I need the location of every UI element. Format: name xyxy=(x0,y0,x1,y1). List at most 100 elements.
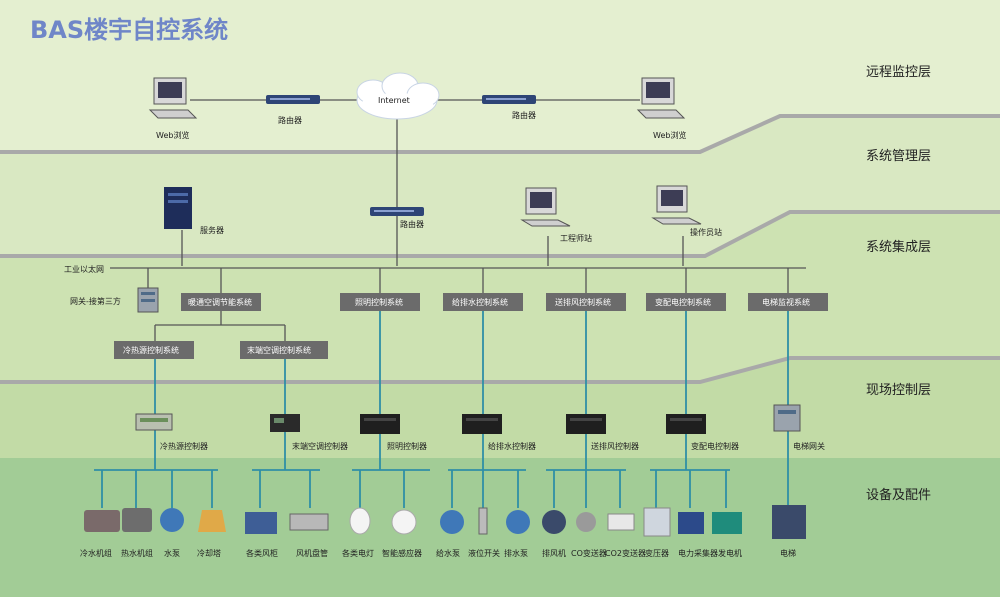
pump-icon xyxy=(506,510,530,534)
controller-icon xyxy=(566,414,606,434)
pump-icon xyxy=(160,508,184,532)
subsystem-label: 冷热源控制系统 xyxy=(123,345,179,355)
controller-label: 送排风控制器 xyxy=(591,441,639,451)
level-switch-icon xyxy=(478,507,488,535)
layer-label: 现场控制层 xyxy=(866,383,931,398)
node-label: 操作员站 xyxy=(690,227,722,237)
band-divider xyxy=(0,356,1000,384)
system-label: 电梯监视系统 xyxy=(762,297,810,307)
management-network: 服务器 路由器 工程师站 操作员站 xyxy=(164,185,722,266)
band-remote xyxy=(0,0,1000,152)
system-box: 变配电控制系统 xyxy=(646,293,726,311)
controller-label: 冷热源控制器 xyxy=(160,441,208,451)
subsystem-box: 冷热源控制系统 xyxy=(114,341,194,359)
page-title: BAS楼宇自控系统 xyxy=(30,16,228,44)
device-icons xyxy=(84,505,806,539)
controller-label: 照明控制器 xyxy=(387,441,427,451)
node-label: 路由器 xyxy=(512,110,536,120)
system-label: 变配电控制系统 xyxy=(655,297,711,307)
subsystem-box: 末端空调控制系统 xyxy=(240,341,328,359)
controller-label: 变配电控制器 xyxy=(691,441,739,451)
controller-icon xyxy=(462,414,502,434)
fan-coil-icon xyxy=(289,513,329,531)
router-icon xyxy=(266,95,320,104)
sensor-icon xyxy=(391,509,417,535)
power-meter-icon xyxy=(678,512,704,534)
device-label: 各类风柜 xyxy=(246,548,278,558)
device-label: CO变送器 xyxy=(571,548,607,558)
layer-label: 设备及配件 xyxy=(866,487,931,503)
gateway-icon xyxy=(137,287,159,313)
system-label: 给排水控制系统 xyxy=(452,297,508,307)
chiller-icon xyxy=(84,510,120,532)
system-box: 给排水控制系统 xyxy=(443,293,523,311)
device-label: 电梯 xyxy=(780,548,796,558)
device-label: 电力采集器 xyxy=(678,548,718,558)
internet-label: Internet xyxy=(378,96,410,105)
device-label: 风机盘管 xyxy=(296,548,328,558)
device-label: 液位开关 xyxy=(468,548,500,558)
system-label: 暖通空调节能系统 xyxy=(188,297,252,307)
subsystem-label: 末端空调控制系统 xyxy=(247,345,311,355)
node-label: 路由器 xyxy=(400,219,424,229)
device-label: 冷水机组 xyxy=(80,548,112,558)
integration-network: 工业以太网 网关-接第三方 暖通空调节能系统 照明控制系统 给排水控制系统 送排 xyxy=(64,264,828,359)
cloud-icon xyxy=(356,72,440,120)
controller-icon xyxy=(135,413,173,431)
system-box: 暖通空调节能系统 xyxy=(181,293,261,311)
monitor-icon xyxy=(636,77,686,119)
device-label: 排风机 xyxy=(542,548,566,558)
co2-transmitter-icon xyxy=(607,513,635,531)
server-icon xyxy=(164,187,192,229)
system-box: 送排风控制系统 xyxy=(546,293,626,311)
ethernet-label: 工业以太网 xyxy=(64,264,104,274)
node-label: Web浏览 xyxy=(156,130,189,140)
device-drops xyxy=(101,470,727,508)
controller-label: 给排水控制器 xyxy=(488,441,536,451)
layer-label: 系统集成层 xyxy=(866,239,931,255)
exhaust-fan-icon xyxy=(542,510,566,534)
layer-label: 系统管理层 xyxy=(866,149,931,164)
node-label: 工程师站 xyxy=(560,233,592,243)
monitor-icon xyxy=(148,77,198,119)
band-divider xyxy=(0,114,1000,154)
co-transmitter-icon xyxy=(576,512,596,532)
monitor-icon xyxy=(520,187,571,227)
device-label: 各类电灯 xyxy=(342,548,374,558)
transformer-icon xyxy=(643,507,671,537)
controller-icon xyxy=(270,414,300,432)
device-label: 发电机 xyxy=(718,548,742,558)
device-label: 冷却塔 xyxy=(197,548,221,558)
router-icon xyxy=(482,95,536,104)
device-label: 变压器 xyxy=(645,548,669,558)
layer-label: 远程监控层 xyxy=(866,65,931,80)
device-label: 热水机组 xyxy=(121,548,153,558)
node-label: Web浏览 xyxy=(653,130,686,140)
controller-label: 电梯网关 xyxy=(793,441,825,451)
device-label: CO2变送器 xyxy=(605,548,646,558)
controller-icon xyxy=(666,414,706,434)
device-label: 水泵 xyxy=(164,548,180,558)
gateway-icon xyxy=(773,404,801,432)
bulb-icon xyxy=(349,507,371,535)
pump-icon xyxy=(440,510,464,534)
monitor-icon xyxy=(651,185,702,225)
node-label: 服务器 xyxy=(200,225,224,235)
gateway-label: 网关-接第三方 xyxy=(70,296,121,306)
air-handler-icon xyxy=(245,512,277,534)
cooling-tower-icon xyxy=(198,510,226,532)
system-label: 照明控制系统 xyxy=(355,297,403,307)
device-label: 给水泵 xyxy=(436,548,460,558)
band-management xyxy=(0,116,1000,256)
device-label: 排水泵 xyxy=(504,548,528,558)
remote-network: Web浏览 路由器 Internet 路由器 Web浏览 xyxy=(148,72,686,266)
node-label: 路由器 xyxy=(278,115,302,125)
boiler-icon xyxy=(122,508,152,532)
device-label: 智能感应器 xyxy=(382,548,422,558)
field-network: 冷热源控制器 末端空调控制器 照明控制器 给排水控制器 送排风控制器 变配电控制… xyxy=(94,311,825,508)
controller-label: 末端空调控制器 xyxy=(292,441,348,451)
device-labels: 冷水机组 热水机组 水泵 冷却塔 各类风柜 风机盘管 各类电灯 智能感应器 给水… xyxy=(80,548,796,558)
controller-icon xyxy=(360,414,400,434)
